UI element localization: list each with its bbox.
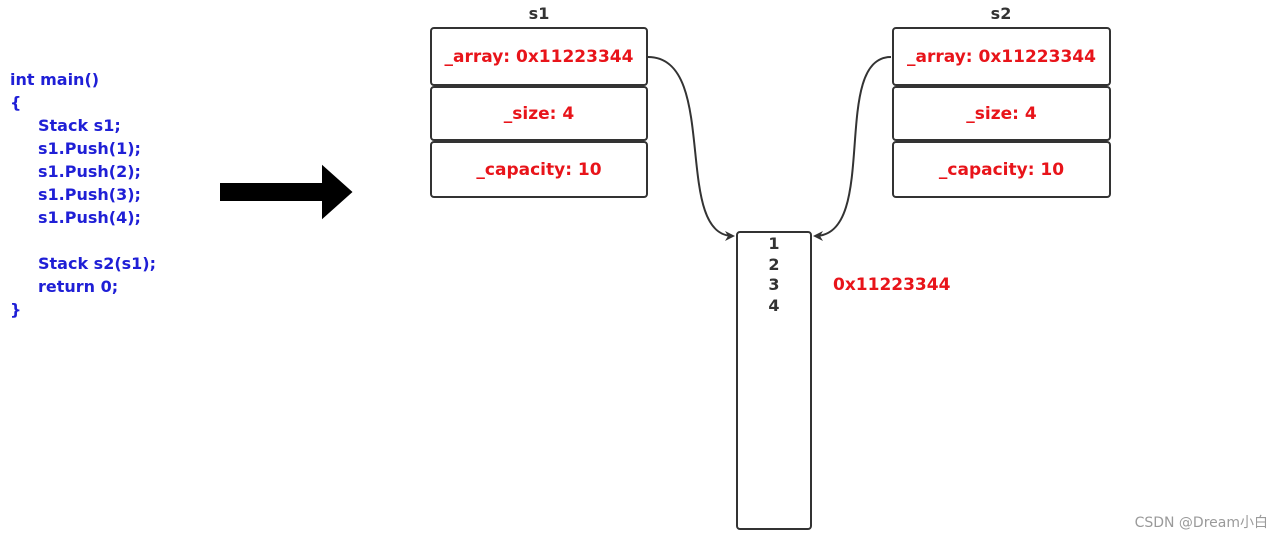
s1-size-field: _size: 4 — [430, 86, 648, 141]
heap-values: 1 2 3 4 — [738, 234, 810, 316]
code-listing: int main() { Stack s1; s1.Push(1); s1.Pu… — [10, 68, 156, 321]
code-line: { — [10, 93, 22, 112]
code-line: } — [10, 300, 22, 319]
heap-value: 2 — [768, 254, 780, 274]
heap-address-label: 0x11223344 — [833, 275, 951, 295]
s2-array-field: _array: 0x11223344 — [892, 27, 1111, 86]
heap-value: 3 — [768, 275, 780, 294]
right-arrow-icon — [220, 164, 353, 220]
s1-title: s1 — [528, 4, 550, 23]
s1-pointer-arrow — [647, 56, 735, 241]
code-line: int main() — [10, 70, 100, 89]
heap-value: 4 — [768, 295, 780, 315]
code-line: s1.Push(1); — [38, 139, 141, 158]
code-line: s1.Push(4); — [38, 208, 141, 227]
s2-pointer-arrow — [813, 56, 892, 241]
s1-array-field: _array: 0x11223344 — [430, 27, 648, 86]
heap-array-block: 1 2 3 4 — [736, 231, 812, 530]
s2-size-field: _size: 4 — [892, 86, 1111, 141]
s1-capacity-field: _capacity: 10 — [430, 141, 648, 198]
s2-title: s2 — [990, 4, 1012, 23]
code-line: return 0; — [38, 277, 119, 296]
watermark: CSDN @Dream小白 — [1134, 515, 1268, 531]
heap-value: 1 — [768, 234, 780, 253]
code-line: s1.Push(2); — [38, 162, 141, 181]
code-line: s1.Push(3); — [38, 185, 141, 204]
s2-capacity-field: _capacity: 10 — [892, 141, 1111, 198]
code-line: Stack s2(s1); — [38, 254, 156, 273]
code-line: Stack s1; — [38, 116, 121, 135]
